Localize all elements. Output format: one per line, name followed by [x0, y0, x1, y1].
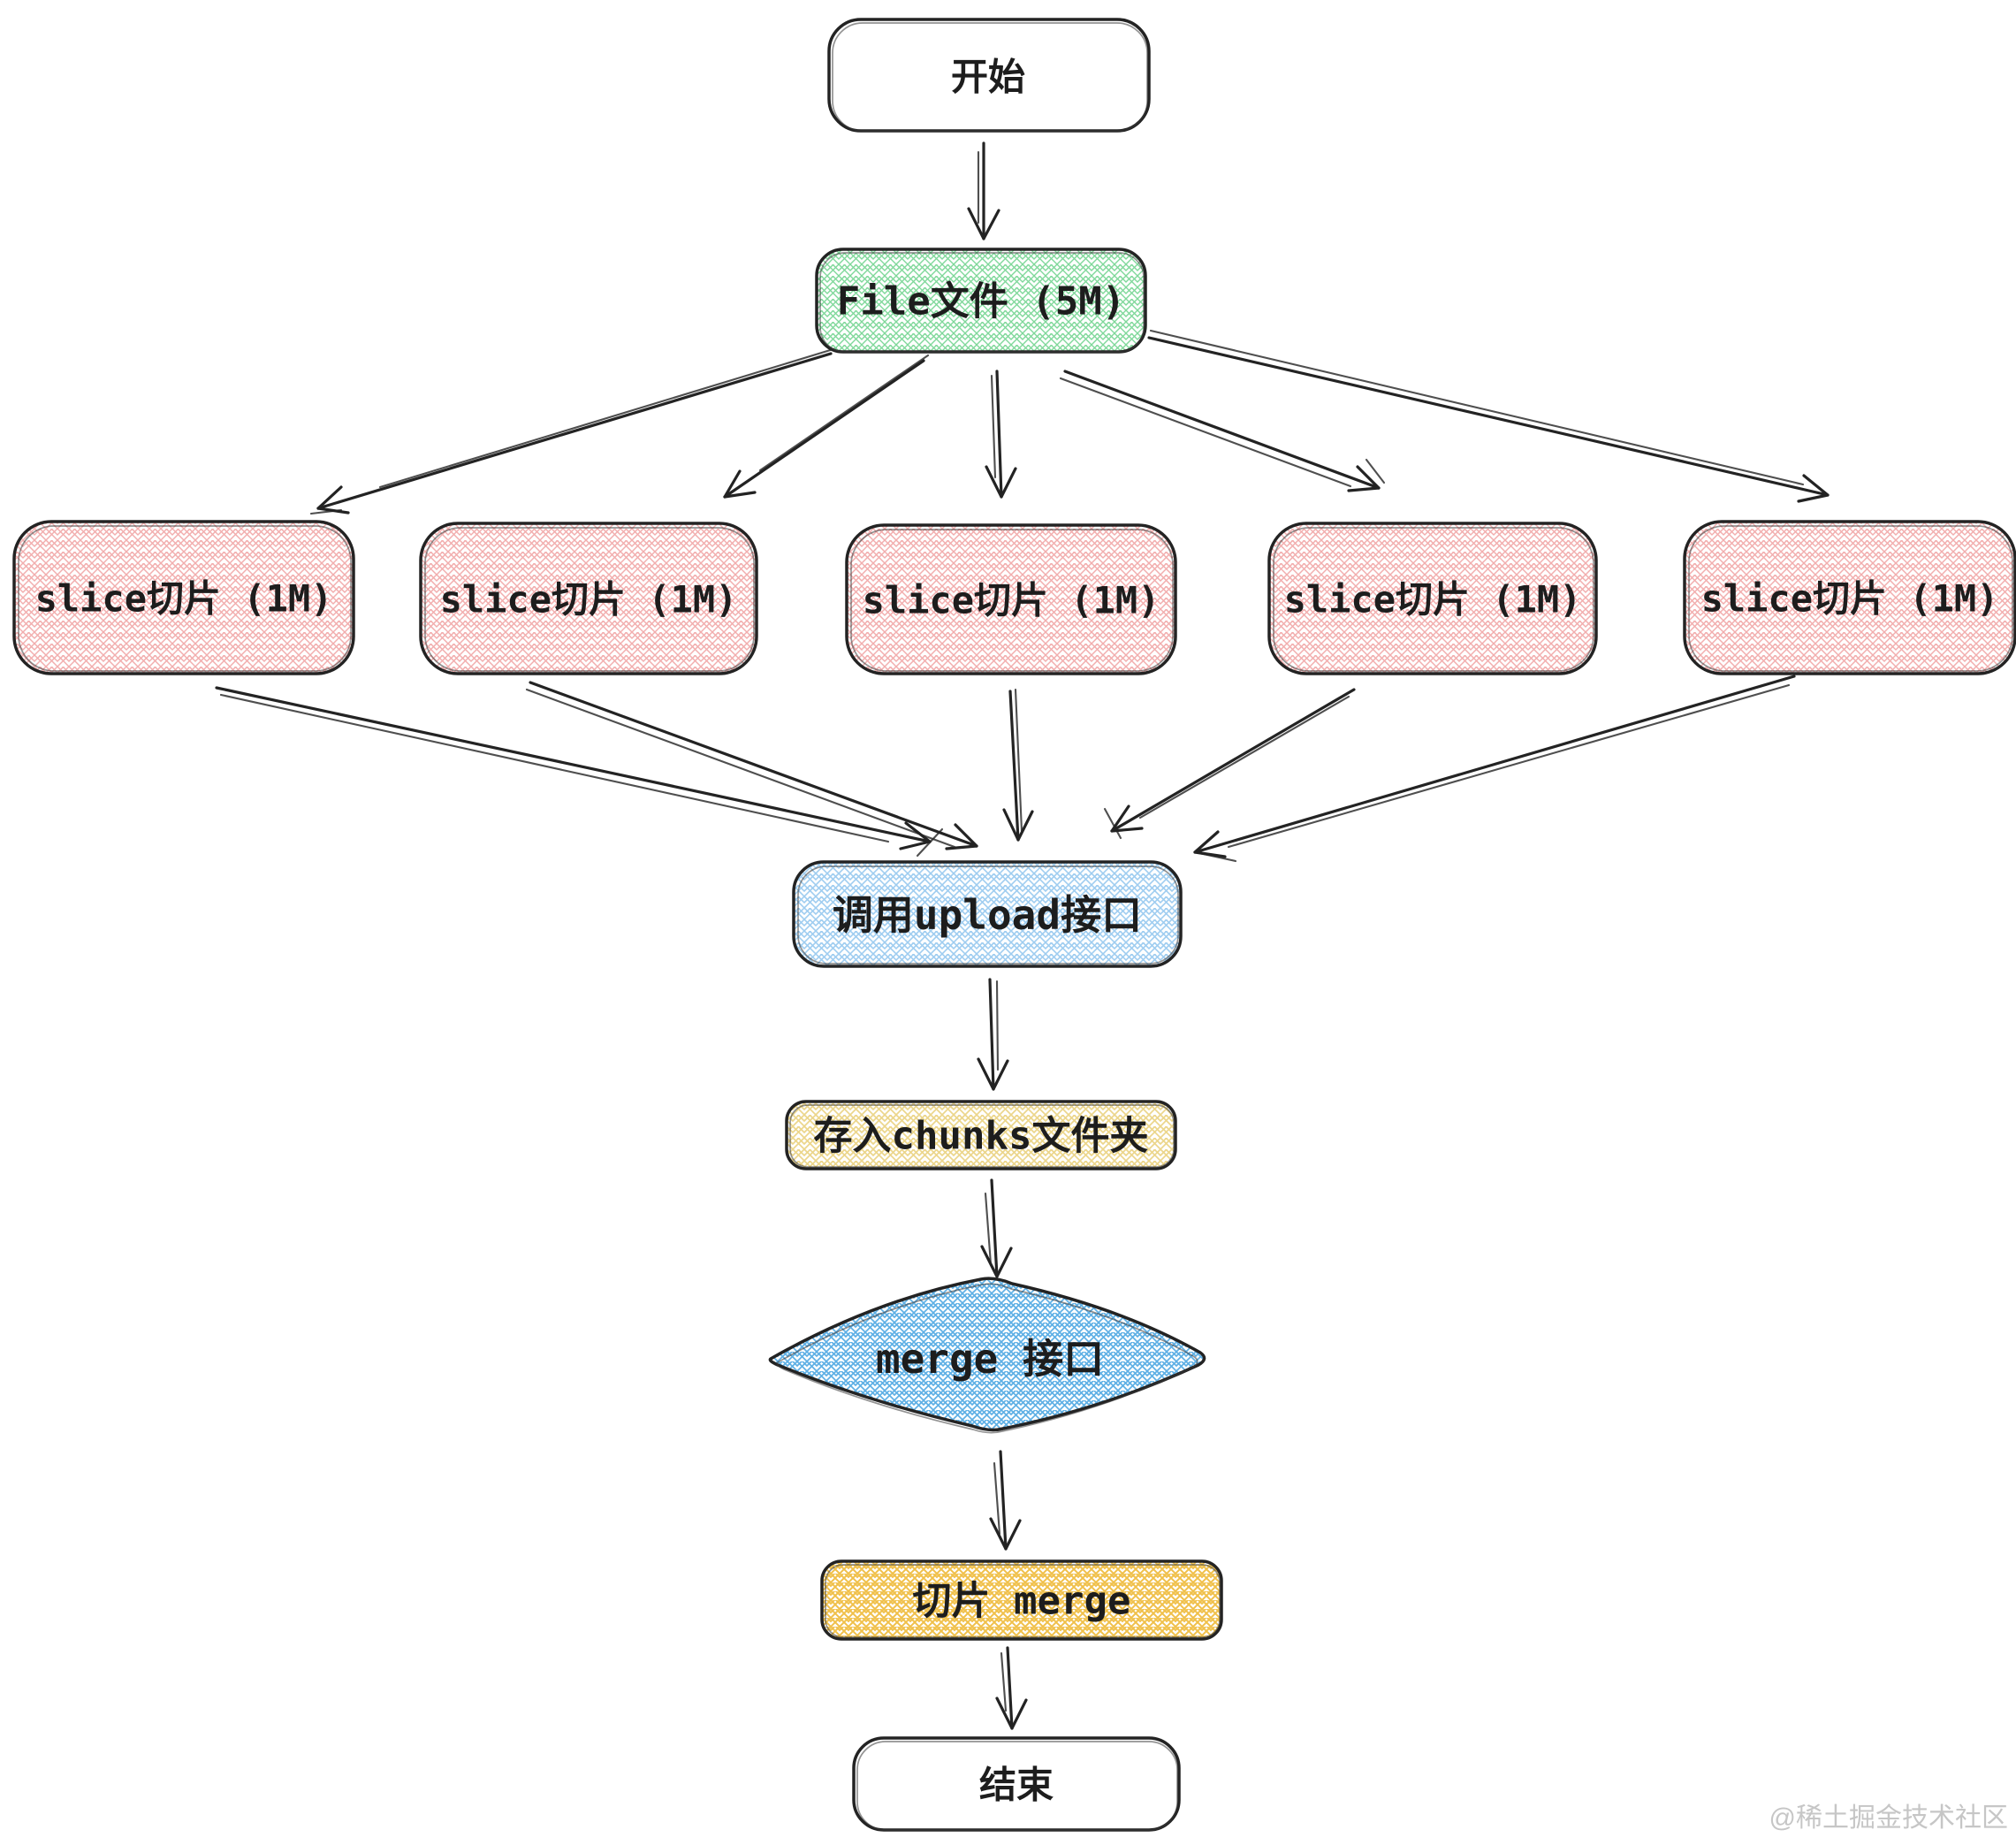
node-slice-2-label: slice切片 (1M): [440, 578, 738, 621]
node-slice-4-label: slice切片 (1M): [1284, 578, 1582, 621]
arrow-slice-3-to-upload: [1002, 688, 1034, 842]
arrow-file-to-slice-4: [1059, 370, 1386, 492]
node-file-label: File文件 (5M): [837, 279, 1125, 324]
node-upload-label: 调用upload接口: [833, 891, 1142, 939]
node-slice-1-label: slice切片 (1M): [35, 577, 333, 621]
arrow-slice-5-to-upload: [1193, 675, 1796, 863]
arrow-file-to-slice-3: [985, 370, 1017, 499]
node-slice-5-label: slice切片 (1M): [1701, 577, 1999, 621]
node-end: 结束: [852, 1736, 1181, 1832]
arrow-slice-1-to-upload: [215, 686, 944, 858]
node-file: File文件 (5M): [815, 248, 1147, 354]
node-start-label: 开始: [951, 56, 1025, 99]
arrow-upload-to-chunks: [977, 978, 1009, 1091]
arrow-merge-slices-to-end: [995, 1646, 1028, 1730]
arrow-file-to-slice-5: [1147, 329, 1830, 503]
arrow-chunks-to-merge-api: [980, 1178, 1013, 1278]
watermark: @稀土掘金技术社区: [1769, 1803, 2008, 1833]
node-merge-api: merge 接口: [768, 1277, 1206, 1434]
node-slice-3-label: slice切片 (1M): [863, 579, 1160, 622]
node-merge-slices-label: 切片 merge: [913, 1579, 1131, 1624]
arrow-slice-2-to-upload: [525, 681, 978, 850]
node-start: 开始: [827, 18, 1151, 133]
node-upload: 调用upload接口: [792, 860, 1183, 968]
arrow-merge-api-to-merge-slices: [989, 1450, 1022, 1551]
node-chunks: 存入chunks文件夹: [785, 1100, 1177, 1170]
node-slice-3: slice切片 (1M): [845, 523, 1177, 675]
arrow-start-to-file: [967, 141, 1000, 240]
node-merge-api-label: merge 接口: [876, 1335, 1104, 1383]
arrow-file-to-slice-2: [723, 354, 930, 499]
node-slice-2: slice切片 (1M): [419, 522, 758, 675]
node-slice-4: slice切片 (1M): [1267, 522, 1598, 675]
node-slice-5: slice切片 (1M): [1683, 520, 2016, 675]
node-end-label: 结束: [979, 1764, 1054, 1807]
node-chunks-label: 存入chunks文件夹: [814, 1114, 1149, 1159]
node-slice-1: slice切片 (1M): [12, 520, 355, 675]
node-merge-slices: 切片 merge: [820, 1559, 1223, 1641]
arrow-file-to-slice-1: [309, 347, 838, 515]
arrow-slice-4-to-upload: [1103, 688, 1356, 840]
